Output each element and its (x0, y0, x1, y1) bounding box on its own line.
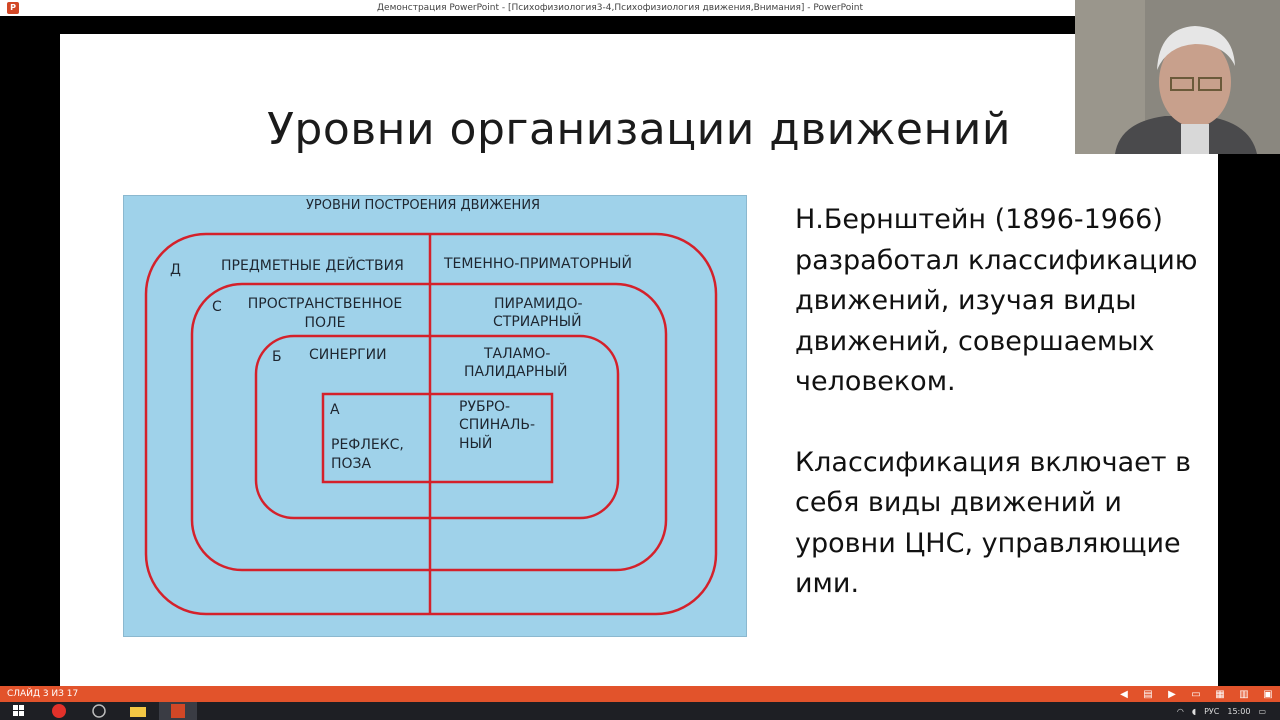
browser-icon[interactable] (80, 702, 118, 720)
clock[interactable]: 15:00 (1227, 706, 1251, 716)
level-a-left-line1: РЕФЛЕКС, (331, 437, 404, 453)
status-bar-controls: ◀ ▤ ▶ ▭ ▦ ▥ ▣ (1118, 686, 1274, 702)
slide-counter: СЛАЙД 3 ИЗ 17 (7, 689, 79, 699)
language-indicator[interactable]: РУС (1204, 706, 1220, 716)
level-d-left: ПРЕДМЕТНЫЕ ДЕЙСТВИЯ (221, 258, 404, 274)
level-a-right-line2: СПИНАЛЬ- (459, 417, 536, 433)
level-letter-d: Д (170, 262, 181, 278)
powerpoint-icon[interactable] (159, 702, 197, 720)
slide-title: Уровни организации движений (267, 104, 1011, 155)
file-explorer-icon[interactable] (119, 702, 157, 720)
volume-icon[interactable]: ◖ (1191, 706, 1197, 716)
level-b-right-line2: ПАЛИДАРНЫЙ (464, 364, 568, 380)
level-c-left-line1: ПРОСТРАНСТВЕННОЕ (247, 296, 403, 312)
next-icon[interactable]: ▶ (1168, 688, 1176, 700)
level-b-left: СИНЕРГИИ (309, 347, 387, 363)
notifications-icon[interactable]: ▭ (1258, 706, 1266, 716)
diagram-heading: УРОВНИ ПОСТРОЕНИЯ ДВИЖЕНИЯ (306, 198, 541, 213)
level-c-right-line2: СТРИАРНЫЙ (493, 314, 582, 330)
previous-icon[interactable]: ◀ (1120, 688, 1128, 700)
level-c-left-line2: ПОЛЕ (304, 315, 346, 331)
paragraph-classification: Классификация включает в себя виды движе… (795, 446, 1191, 600)
level-a-left-line2: ПОЗА (331, 456, 372, 472)
slide-text: Н.Бернштейн (1896-1966) разработал класс… (795, 200, 1205, 645)
level-a-right-line1: РУБРО- (459, 399, 511, 415)
window-titlebar: P Демонстрация PowerPoint - [Психофизиол… (0, 0, 1280, 16)
notes-icon[interactable]: ▤ (1143, 688, 1153, 700)
level-letter-b: Б (272, 349, 282, 365)
wifi-icon[interactable]: ◠ (1176, 706, 1184, 716)
windows-taskbar: ◠ ◖ РУС 15:00 ▭ (0, 702, 1280, 720)
reading-view-icon[interactable]: ▥ (1239, 688, 1249, 700)
level-c-right-line1: ПИРАМИДО- (494, 296, 583, 312)
diagram-lines (144, 232, 718, 616)
yandex-icon[interactable] (40, 702, 78, 720)
level-letter-c: С (212, 299, 222, 315)
level-a-right-line3: НЫЙ (459, 436, 493, 452)
level-b-right-line1: ТАЛАМО- (484, 346, 551, 362)
presenter-video-icon (1075, 0, 1280, 154)
slide[interactable]: Уровни организации движений УРОВНИ ПОСТР… (60, 34, 1218, 686)
slide-sorter-icon[interactable]: ▦ (1215, 688, 1225, 700)
level-d-right: ТЕМЕННО-ПРИМАТОРНЫЙ (444, 256, 632, 272)
paragraph-bernstein: Н.Бернштейн (1896-1966) разработал класс… (795, 204, 1198, 397)
system-tray: ◠ ◖ РУС 15:00 ▭ (1177, 702, 1280, 720)
level-letter-a: А (330, 402, 340, 418)
start-icon[interactable] (0, 702, 38, 720)
powerpoint-icon[interactable]: P (7, 2, 19, 14)
webcam-video (1075, 0, 1280, 154)
slideshow-icon[interactable]: ▣ (1263, 688, 1273, 700)
window-title: Демонстрация PowerPoint - [Психофизиолог… (377, 3, 863, 13)
status-bar: СЛАЙД 3 ИЗ 17 ◀ ▤ ▶ ▭ ▦ ▥ ▣ (0, 686, 1280, 702)
normal-view-icon[interactable]: ▭ (1191, 688, 1201, 700)
levels-diagram: УРОВНИ ПОСТРОЕНИЯ ДВИЖЕНИЯ Д ПРЕДМЕТНЫЕ … (123, 195, 747, 637)
